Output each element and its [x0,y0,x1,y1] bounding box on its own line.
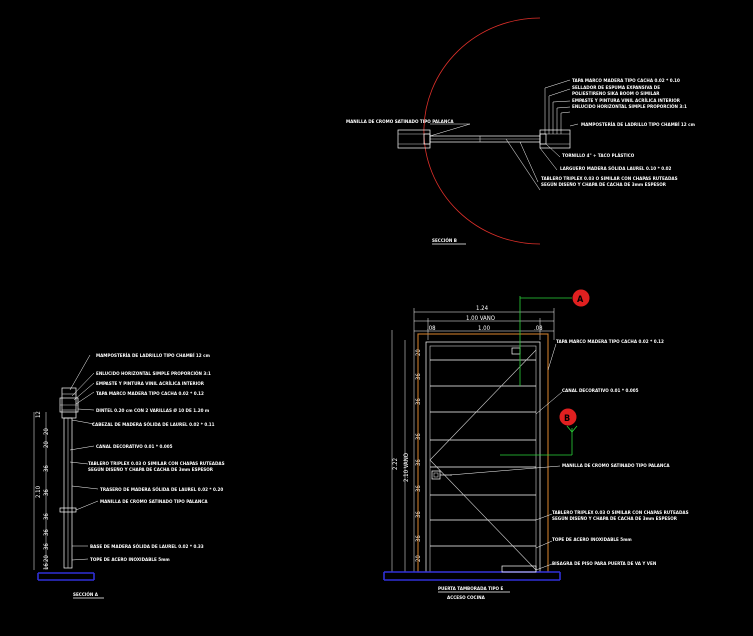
section-a-dim-total: 2.10 [35,485,42,498]
plan-label-2: SELLADOR DE ESPUMA EXPANSIVA DE [572,85,660,91]
plan-label-1: TAPA MARCO MADERA TIPO CACHA 0.02 * 0.10 [572,78,680,84]
section-a-label-7: CANAL DECORATIVO 0.01 * 0.005 [96,444,173,450]
section-b-title: SECCIÓN B [432,237,457,244]
section-a-wall [61,387,77,419]
section-a-label-9: SEGÚN DISEÑO Y CHAPA DE CACHA DE 3mm ESP… [88,466,214,473]
section-a-label-2: ENLUCIDO HORIZONTAL SIMPLE PROPORCIÓN 3:… [96,370,211,377]
section-a-dim-4: 36 [43,489,50,496]
marker-b-label: B [564,414,570,424]
dim-right-frame: .08 [534,325,543,332]
plan-label-9: TABLERO TRIPLEX 0.03 O SIMILAR CON CHAPA… [541,176,678,182]
plan-label-7: TORNILLO 4" + TACO PLÁSTICO [562,152,635,159]
plan-label-5: ENLUCIDO HORIZONTAL SIMPLE PROPORCIÓN 3:… [572,103,687,110]
section-a-dim-2: 20 [43,441,50,448]
right-wall-plan [539,129,571,149]
section-a-dim-6: 36 [43,513,50,520]
plan-label-6: MAMPOSTERÍA DE LADRILLO TIPO CHAMBÍ 12 c… [581,120,695,128]
dim-height-total: 2.22 [392,458,399,470]
plan-section-b: TAPA MARCO MADERA TIPO CACHA 0.02 * 0.10… [346,17,695,245]
elev-label-frame-cover: TAPA MARCO MADERA TIPO CACHA 0.02 * 0.12 [556,339,664,345]
door-handle [431,470,441,480]
door-elevation: 1.24 1.00 VANO .08 1.00 .08 2.22 2.10 VA… [383,289,689,601]
section-a-label-8: TABLERO TRIPLEX 0.03 O SIMILAR CON CHAPA… [88,461,225,467]
elev-label-stop: TOPE DE ACERO INOXIDABLE 5mm [552,537,632,543]
dim-height-vano: 2.10 VANO [403,453,410,482]
section-a-label-5: DINTEL 0.20 cm CON 2 VARILLAS Ø 10 DE 1.… [96,407,209,414]
section-a-label-4: TAPA MARCO MADERA TIPO CACHA 0.02 * 0.12 [96,391,204,397]
section-a-dim-10: 16 [43,563,50,570]
dim-top-total: 1.24 [476,305,489,312]
section-marker-a: A [519,289,590,386]
marker-a-bubble [572,289,590,307]
elev-label-handle: MANILLA DE CROMO SATINADO TIPO PALANCA [562,463,670,469]
marker-a-label: A [577,295,584,305]
section-a-label-3: EMPASTE Y PINTURA VINIL ACRÍLICA INTERIO… [96,379,205,387]
opening-diagonal-top [429,349,537,461]
section-a-dim-7: 36 [43,529,50,536]
marker-b-bubble [559,408,577,426]
plan-left-label: MANILLA DE CROMO SATINADO TIPO PALANCA [346,119,454,125]
swing-line [505,138,541,191]
door-frame-inner [425,341,541,573]
elev-label-groove: CANAL DECORATIVO 0.01 * 0.005 [562,388,639,394]
section-a-dim-9: 20 [43,555,50,562]
decorative-grooves [430,359,536,547]
section-a-label-11: MANILLA DE CROMO SATINADO TIPO PALANCA [100,499,208,505]
elev-label-panel-1: TABLERO TRIPLEX 0.03 O SIMILAR CON CHAPA… [552,510,689,516]
section-a-label-12: BASE DE MADERA SÓLIDA DE LAUREL 0.02 * 0… [90,543,204,550]
section-a-label-6: CABEZAL DE MADERA SÓLIDA DE LAUREL 0.02 … [92,421,215,428]
section-a-label-1: MAMPOSTERÍA DE LADRILLO TIPO CHAMBÍ 12 c… [96,351,210,359]
section-a-label-13: TOPE DE ACERO INOXIDABLE 5mm [90,557,170,563]
section-a-dim-3: 36 [43,465,50,472]
opening-diagonal-bottom [429,459,537,571]
elevation-title-1: PUERTA TAMBORADA TIPO E [438,586,504,592]
section-a-dim-8: 36 [43,543,50,550]
plan-label-8: LARGUERO MADERA SÓLIDA LAUREL 0.10 * 0.0… [560,165,672,172]
elev-label-panel-2: SEGÚN DISEÑO Y CHAPA DE CACHA DE 3mm ESP… [552,515,678,522]
plan-label-10: SEGÚN DISEÑO Y CHAPA DE CACHA DE 3mm ESP… [541,181,667,188]
section-a: 12 20 36 36 2.10 36 36 36 20 16 20 MAMPO… [33,351,225,599]
door-frame [417,333,549,573]
door-swing-arc [423,17,541,245]
section-marker-b: B [500,408,578,456]
elev-label-floor-hinge: BISAGRA DE PISO PARA PUERTA DE VA Y VEN [552,561,657,567]
dim-center: 1.00 [478,325,491,332]
dim-left-frame: .08 [427,325,436,332]
plan-label-3: POLIESTIRENO SIKA BOOM O SIMILAR [572,91,660,97]
elevation-title-2: ACCESO COCINA [447,595,486,601]
section-a-dim-11: 20 [43,428,50,435]
section-a-dim-1: 12 [35,411,42,418]
section-a-title: SECCIÓN A [73,591,99,598]
dim-vano: 1.00 VANO [466,315,495,322]
plan-label-4: EMPASTE Y PINTURA VINIL ACRÍLICA INTERIO… [572,96,681,104]
section-a-label-10: TRASERO DE MADERA SÓLIDA DE LAUREL 0.02 … [100,486,223,493]
